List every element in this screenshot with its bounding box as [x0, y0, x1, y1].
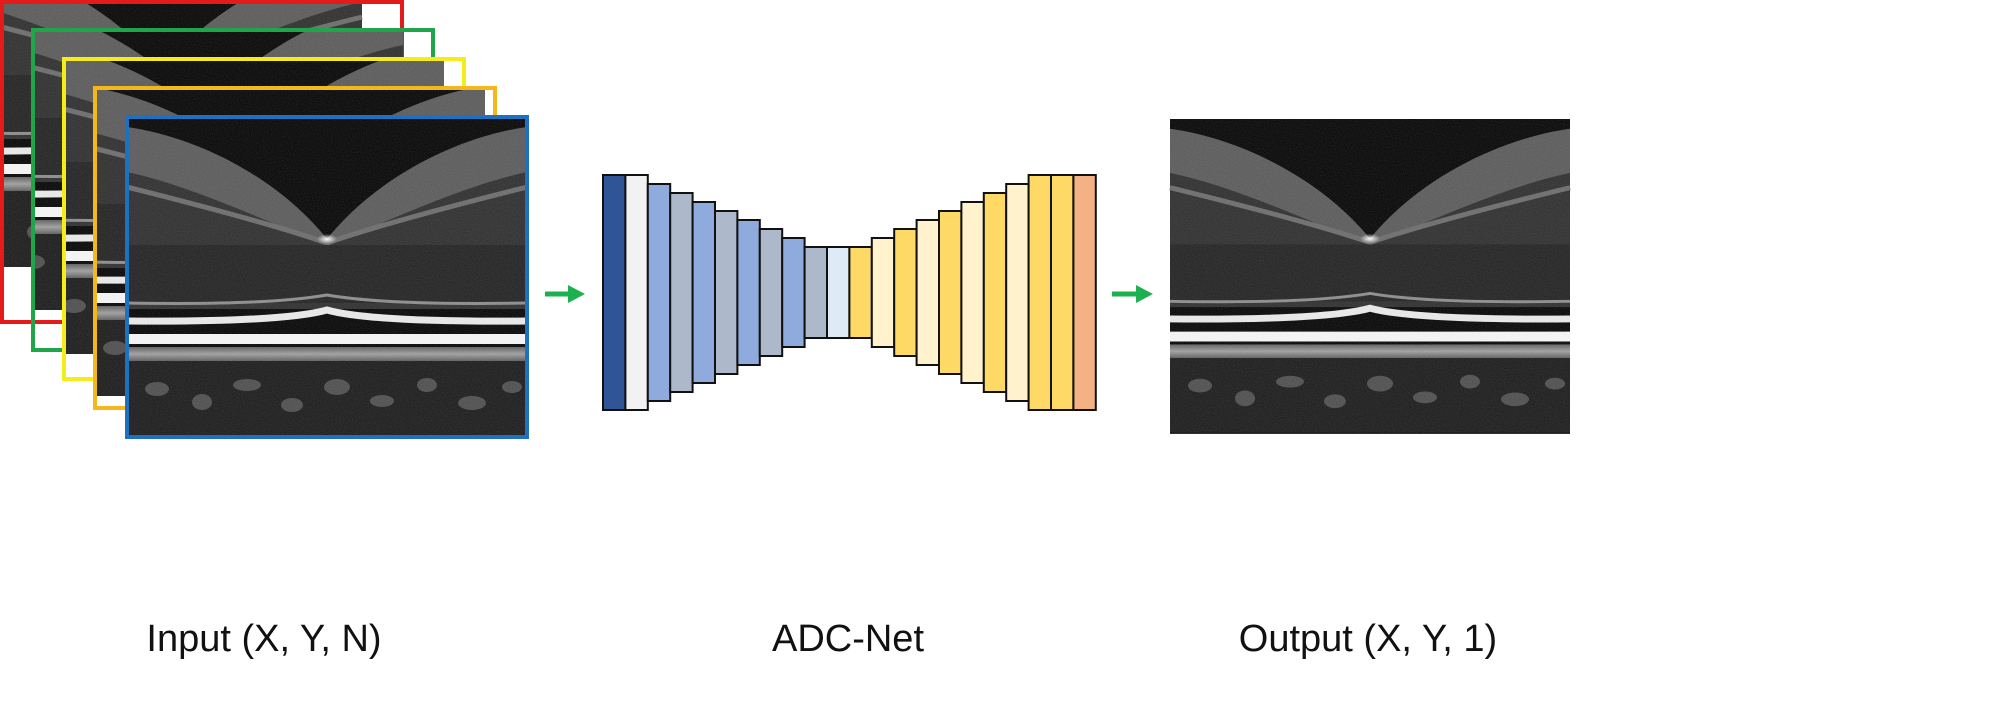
network-layer-4: [669, 192, 694, 393]
network-layer-19: [1005, 183, 1030, 402]
network-layer-12: [848, 246, 873, 339]
network-layer-8: [758, 228, 784, 357]
network-layer-16: [938, 210, 963, 375]
network-layer-22: [1072, 174, 1097, 411]
network-layer-9: [781, 237, 806, 348]
input-label: Input (X, Y, N): [146, 618, 382, 660]
network-layer-10: [803, 246, 828, 339]
network-layer-1: [602, 174, 627, 411]
network-layer-18: [982, 192, 1008, 393]
network-layer-6: [714, 210, 739, 375]
network-layer-2: [624, 174, 649, 411]
adc-net-architecture: [602, 174, 1097, 411]
network-layer-21: [1050, 174, 1075, 411]
right-arrow-icon: [545, 285, 585, 303]
network-layer-17: [960, 201, 985, 384]
output-image: [1170, 119, 1570, 434]
network-layer-13: [870, 237, 896, 348]
network-layer-5: [691, 201, 716, 384]
network-layer-20: [1027, 174, 1052, 411]
network-layer-3: [646, 183, 672, 402]
network-layer-11: [826, 246, 851, 339]
network-layer-15: [915, 219, 940, 366]
input-image-stack: [0, 0, 529, 439]
right-arrow-icon: [1112, 285, 1153, 303]
input-frame-5: [125, 115, 529, 439]
network-layer-14: [893, 228, 918, 357]
output-label: Output (X, Y, 1): [1238, 618, 1498, 660]
network-layer-7: [736, 219, 761, 366]
network-label: ADC-Net: [771, 618, 925, 660]
